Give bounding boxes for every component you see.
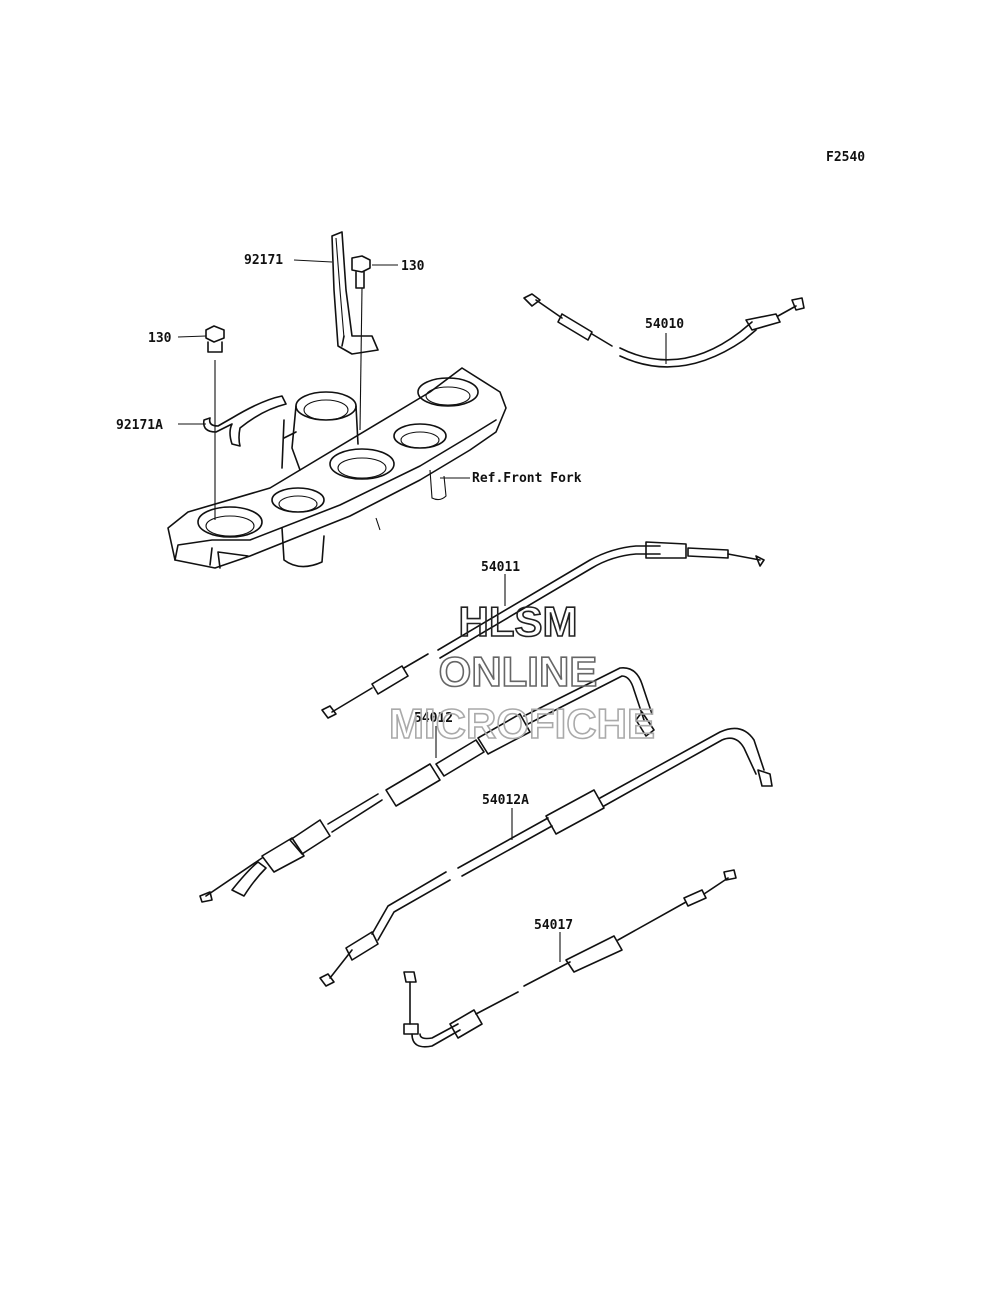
bolt-130-upper: [351, 255, 371, 289]
cable-54011: [321, 541, 765, 719]
label-54017: 54017: [534, 918, 573, 933]
cable-54010: [523, 293, 805, 368]
label-54012: 54012: [414, 711, 453, 726]
label-92171: 92171: [244, 253, 283, 268]
label-130-lower: 130: [148, 331, 172, 346]
watermark-line-2: ONLINE: [439, 648, 598, 695]
label-54012a: 54012A: [482, 793, 529, 808]
label-ref-front-fork: Ref.Front Fork: [472, 471, 582, 486]
cable-54012: [199, 667, 655, 903]
triple-clamp: [167, 367, 507, 569]
clip-92171a: [202, 395, 287, 447]
label-54011: 54011: [481, 560, 520, 575]
bracket-92171: [331, 231, 379, 355]
leader-lines: [177, 259, 667, 962]
watermark-line-1: HLSM: [459, 598, 578, 645]
watermark: HLSM ONLINE MICROFICHE: [388, 597, 656, 748]
label-92171a: 92171A: [116, 418, 163, 433]
figure-code: F2540: [826, 150, 865, 165]
watermark-line-3: MICROFICHE: [389, 700, 655, 747]
cable-54012a: [319, 727, 773, 987]
label-54010: 54010: [645, 317, 684, 332]
bolt-130-lower: [205, 325, 225, 353]
cable-54017: [403, 869, 737, 1048]
label-130-upper: 130: [401, 259, 425, 274]
